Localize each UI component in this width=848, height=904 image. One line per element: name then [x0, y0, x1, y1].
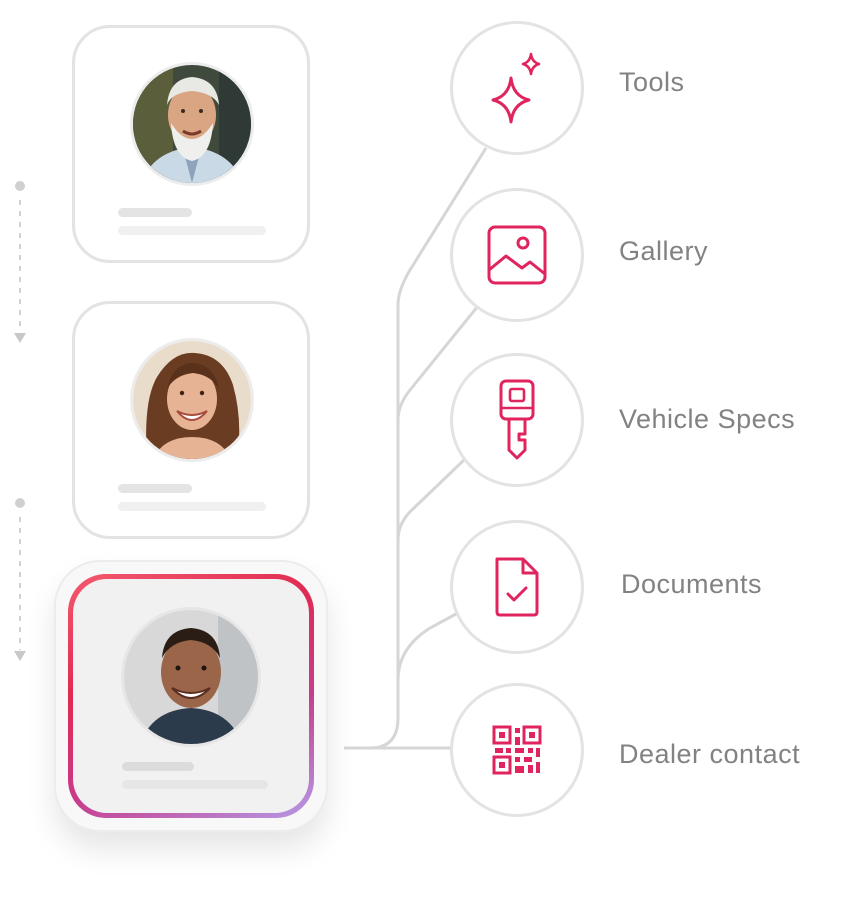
feature-dealer-contact-button[interactable] — [450, 683, 584, 817]
avatar-young-woman-curly-hair — [130, 338, 254, 462]
feature-gallery-button[interactable] — [450, 188, 584, 322]
feature-tools-button[interactable] — [450, 21, 584, 155]
active-card-body — [73, 579, 309, 813]
feature-label-tools: Tools — [619, 67, 685, 98]
sparkle-icon — [485, 50, 549, 126]
profile-card-2[interactable] — [72, 301, 310, 539]
document-check-icon — [491, 556, 543, 618]
placeholder-name-line — [118, 208, 192, 217]
feature-documents-button[interactable] — [450, 520, 584, 654]
active-profile-card[interactable] — [54, 560, 328, 832]
qr-code-icon — [492, 725, 542, 775]
placeholder-name-line — [122, 762, 194, 771]
car-key-icon — [497, 378, 537, 462]
avatar-older-man-beard — [130, 62, 254, 186]
placeholder-name-line — [118, 484, 192, 493]
avatar-young-man-smiling — [121, 607, 261, 747]
profile-card-1[interactable] — [72, 25, 310, 263]
placeholder-detail-line — [118, 502, 266, 511]
placeholder-detail-line — [118, 226, 266, 235]
feature-vehicle-specs-button[interactable] — [450, 353, 584, 487]
image-icon — [486, 224, 548, 286]
feature-label-gallery: Gallery — [619, 236, 708, 267]
feature-label-vehicle-specs: Vehicle Specs — [619, 404, 795, 435]
feature-label-documents: Documents — [621, 569, 762, 600]
feature-label-dealer-contact: Dealer contact — [619, 739, 800, 770]
placeholder-detail-line — [122, 780, 268, 789]
active-gradient-border — [68, 574, 314, 818]
